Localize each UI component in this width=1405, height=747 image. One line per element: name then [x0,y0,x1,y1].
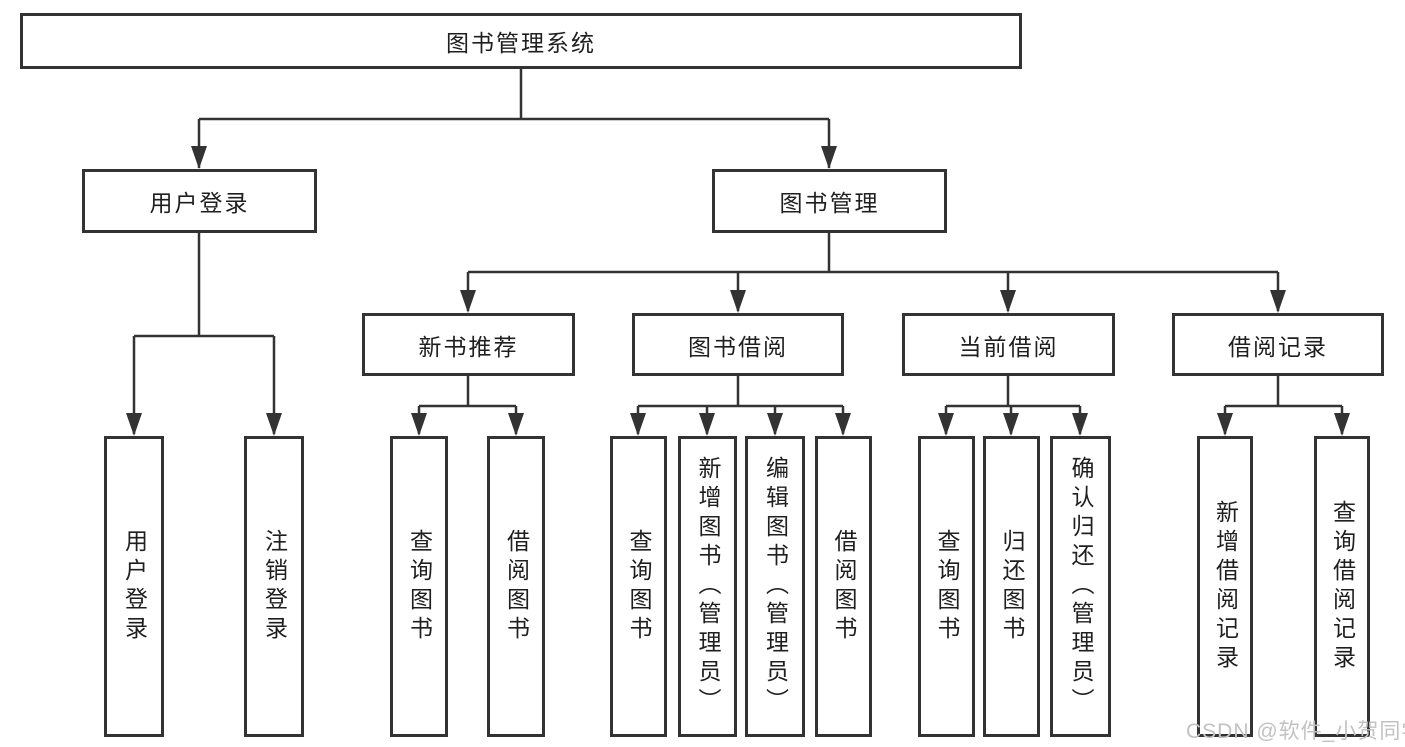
arrowhead-icon [767,413,783,436]
connector-root-to-level2 [191,68,837,169]
leaf-records-query-record: 查询借阅记录 [1314,436,1370,737]
connector-line [636,376,845,434]
leaf-recommend-query-books: 查询图书 [390,436,448,737]
connector-line [197,68,831,168]
node-book-management: 图书管理 [712,169,947,233]
connector-line [132,233,276,434]
leaf-user-login: 用户登录 [104,436,164,737]
arrowhead-icon [126,413,142,436]
node-library-management-system: 图书管理系统 [20,13,1022,69]
node-current-borrowing: 当前借阅 [902,313,1115,376]
leaf-current-query-books: 查询图书 [918,436,975,737]
connector-userlogin-to-leaves [126,233,282,436]
arrowhead-icon [1334,413,1350,436]
connector-bookmgmt-to-level3 [460,233,1286,313]
connector-line [466,233,1280,311]
leaf-borrow-edit-books-admin: 编辑图书（管理员） [745,436,805,737]
arrowhead-icon [1003,413,1019,436]
arrowhead-icon [630,413,646,436]
node-new-book-recommend: 新书推荐 [362,313,575,376]
connector-line [417,376,518,434]
connector-line [1223,376,1344,434]
leaf-borrow-query-books: 查询图书 [610,436,667,737]
connector-bookborrow-to-leaves [630,376,851,436]
arrowhead-icon [191,146,207,169]
node-user-login: 用户登录 [82,169,317,233]
connector-newrec-to-leaves [411,376,524,436]
arrowhead-icon [835,413,851,436]
arrowhead-icon [730,290,746,313]
arrowhead-icon [938,413,954,436]
arrowhead-icon [699,413,715,436]
leaf-current-confirm-return-admin: 确认归还（管理员） [1050,436,1111,737]
csdn-watermark: CSDN @软件_小贺同学 [1186,720,1405,743]
arrowhead-icon [460,290,476,313]
arrowhead-icon [508,413,524,436]
connector-currentborrow-to-leaves [938,376,1088,436]
leaf-recommend-borrow-books: 借阅图书 [487,436,545,737]
arrowhead-icon [266,413,282,436]
arrowhead-icon [821,146,837,169]
arrowhead-icon [1217,413,1233,436]
leaf-records-add-record: 新增借阅记录 [1197,436,1253,737]
connector-line [944,376,1082,434]
node-borrowing-records: 借阅记录 [1172,313,1384,376]
node-book-borrowing: 图书借阅 [632,313,844,376]
leaf-borrow-add-books-admin: 新增图书（管理员） [678,436,737,737]
connector-borrowrecords-to-leaves [1217,376,1350,436]
leaf-logout: 注销登录 [244,436,304,737]
leaf-borrow-borrow-books: 借阅图书 [815,436,872,737]
arrowhead-icon [1072,413,1088,436]
leaf-current-return-books: 归还图书 [983,436,1040,737]
arrowhead-icon [1000,290,1016,313]
arrowhead-icon [1270,290,1286,313]
arrowhead-icon [411,413,427,436]
